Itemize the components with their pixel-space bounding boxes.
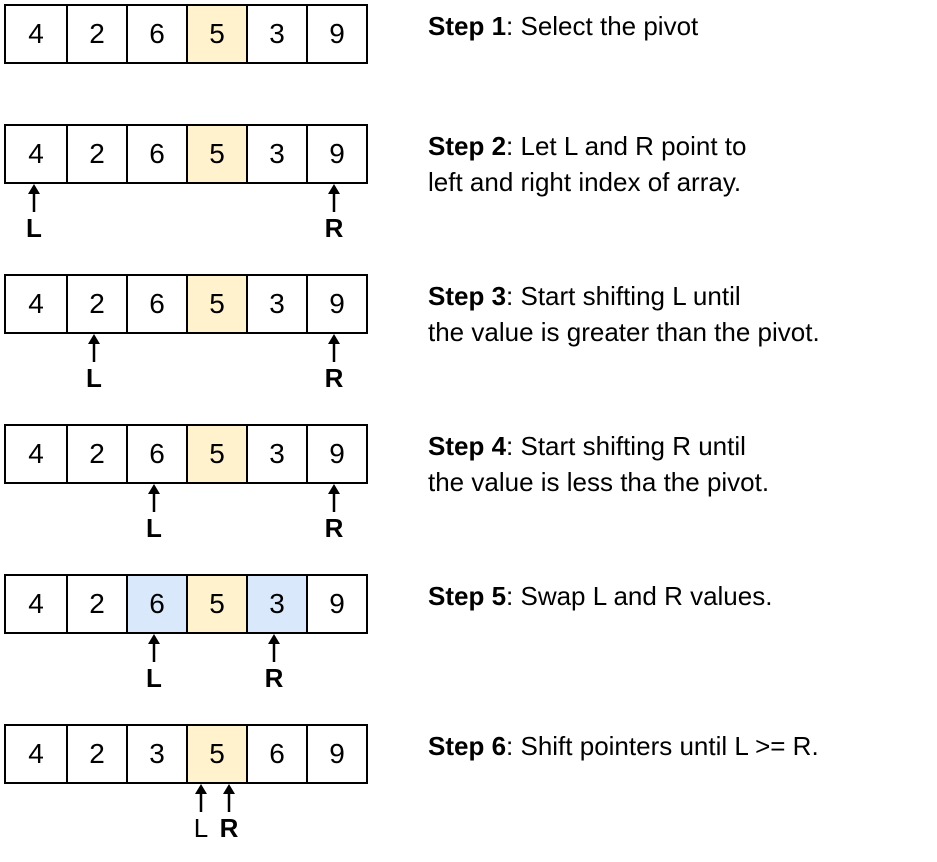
up-arrow-icon [148, 484, 160, 512]
array-cell: 2 [66, 576, 126, 632]
pointer-label-r: R [324, 363, 344, 393]
pointer-label-r: R [324, 213, 344, 243]
array-cell: 9 [306, 426, 366, 482]
array-cell: 2 [66, 276, 126, 332]
array-cell: 3 [246, 426, 306, 482]
step-text: : Start shifting L until [506, 281, 741, 311]
step-label: Step 3 [428, 281, 507, 311]
pointer-label-r: R [219, 813, 239, 843]
step-text: : Shift pointers until L >= R. [506, 731, 819, 761]
up-arrow-icon [148, 634, 160, 662]
step-text: : Swap L and R values. [506, 581, 773, 611]
right-pointer: R [319, 184, 349, 243]
array-cell: 2 [66, 6, 126, 62]
pointer-label-l: L [146, 513, 162, 543]
array-cell: 3 [246, 276, 306, 332]
pointer-label-r: R [264, 663, 284, 693]
array-cell: 9 [306, 576, 366, 632]
pointer-label-l: L [193, 813, 209, 843]
up-arrow-icon [88, 334, 100, 362]
array-cell: 4 [28, 588, 44, 619]
step-text: : Let L and R point to [506, 131, 747, 161]
step-description: Step 6: Shift pointers until L >= R. [428, 728, 928, 764]
array-cell: 6 [126, 276, 186, 332]
pointer-label-l: L [86, 363, 102, 393]
array-cell: 6 [126, 426, 186, 482]
pivot-cell: 5 [186, 276, 246, 332]
left-pointer: L [139, 634, 169, 693]
step-label: Step 4 [428, 431, 507, 461]
array-cell: 3 [246, 6, 306, 62]
right-pointer: R [319, 334, 349, 393]
right-pointer: R [259, 634, 289, 693]
array-cell: 2 [66, 726, 126, 782]
array-cell: 9 [306, 126, 366, 182]
array-cell: 9 [306, 276, 366, 332]
step-description: Step 1: Select the pivot [428, 8, 928, 44]
up-arrow-icon [223, 784, 235, 812]
array-cell: 2 [66, 426, 126, 482]
left-pointer: L [19, 184, 49, 243]
left-pointer: L [186, 784, 216, 843]
array-cell: 3 [126, 726, 186, 782]
array-cell: 6 [126, 6, 186, 62]
swap-cell: 3 [246, 576, 306, 632]
up-arrow-icon [28, 184, 40, 212]
step-text-line2: the value is greater than the pivot. [428, 317, 820, 347]
up-arrow-icon [328, 484, 340, 512]
step-label: Step 5 [428, 581, 507, 611]
step-label: Step 2 [428, 131, 507, 161]
array: 4 2 6 5 3 9 [4, 574, 368, 634]
up-arrow-icon [268, 634, 280, 662]
array-cell: 6 [126, 126, 186, 182]
array: 4 2 6 5 3 9 [4, 274, 368, 334]
up-arrow-icon [328, 334, 340, 362]
step-description: Step 4: Start shifting R until the value… [428, 428, 928, 500]
array-cell: 4 [28, 138, 44, 169]
step-description: Step 5: Swap L and R values. [428, 578, 928, 614]
right-pointer: R [214, 784, 244, 843]
array: 4 2 6 5 3 9 [4, 4, 368, 64]
array-cell: 9 [306, 726, 366, 782]
pivot-cell: 5 [186, 6, 246, 62]
pivot-cell: 5 [186, 576, 246, 632]
array-cell: 6 [246, 726, 306, 782]
array-cell: 3 [246, 126, 306, 182]
step-text: : Start shifting R until [506, 431, 746, 461]
pointer-label-l: L [146, 663, 162, 693]
array-cell: 2 [66, 126, 126, 182]
pivot-cell: 5 [186, 126, 246, 182]
array-cell: 4 [28, 18, 44, 49]
array: 4 2 3 5 6 9 [4, 724, 368, 784]
array-cell: 4 [28, 288, 44, 319]
up-arrow-icon [195, 784, 207, 812]
right-pointer: R [319, 484, 349, 543]
left-pointer: L [139, 484, 169, 543]
step-text: : Select the pivot [506, 11, 699, 41]
pointer-label-r: R [324, 513, 344, 543]
up-arrow-icon [328, 184, 340, 212]
step-text-line2: left and right index of array. [428, 167, 742, 197]
swap-cell: 6 [126, 576, 186, 632]
left-pointer: L [79, 334, 109, 393]
step-text-line2: the value is less tha the pivot. [428, 467, 770, 497]
array-cell: 4 [28, 438, 44, 469]
pointer-label-l: L [26, 213, 42, 243]
array: 4 2 6 5 3 9 [4, 124, 368, 184]
pivot-cell: 5 [186, 426, 246, 482]
array: 4 2 6 5 3 9 [4, 424, 368, 484]
step-label: Step 6 [428, 731, 507, 761]
step-label: Step 1 [428, 11, 507, 41]
pivot-cell: 5 [186, 726, 246, 782]
array-cell: 4 [28, 738, 44, 769]
step-description: Step 3: Start shifting L until the value… [428, 278, 928, 350]
step-description: Step 2: Let L and R point to left and ri… [428, 128, 928, 200]
array-cell: 9 [306, 6, 366, 62]
